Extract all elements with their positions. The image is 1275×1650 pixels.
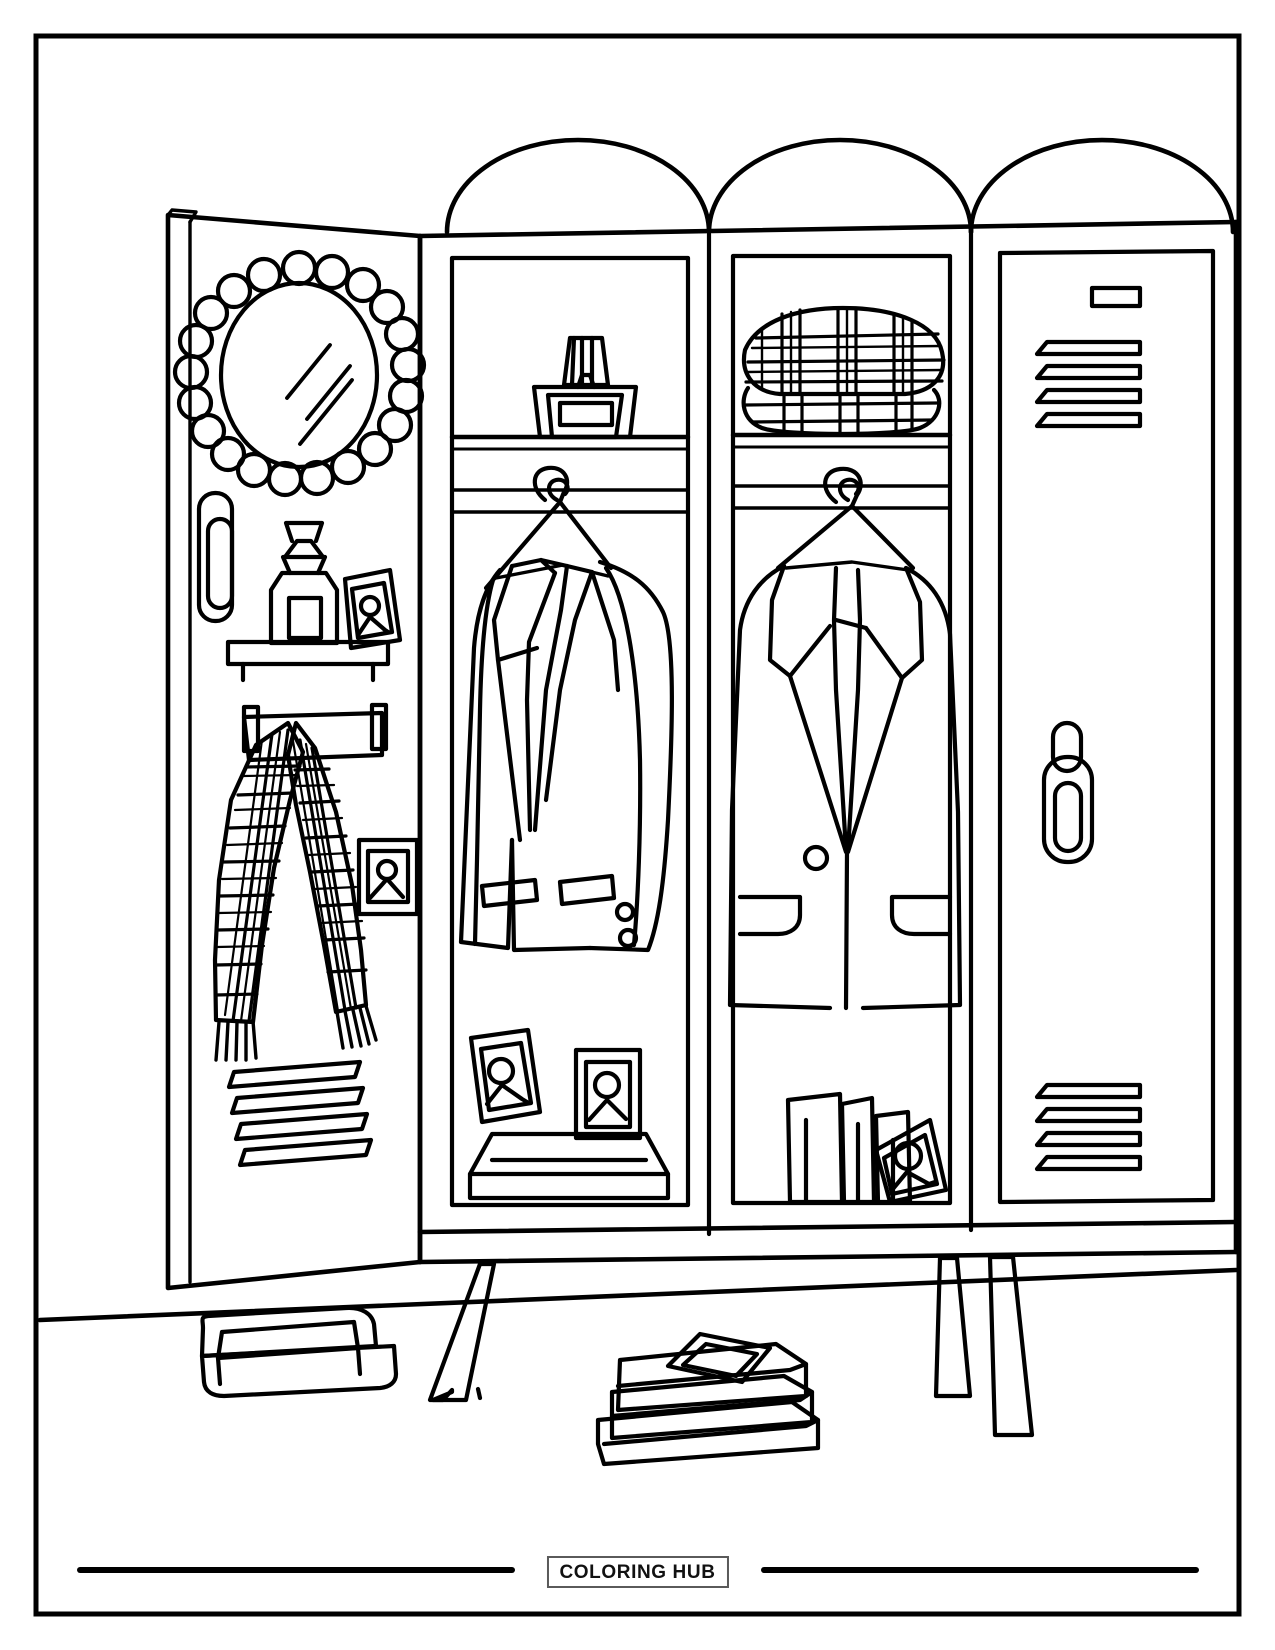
bay-one-contents <box>449 335 691 1201</box>
bay-three-bottom-vents <box>1034 1082 1143 1172</box>
plaid-scarf <box>212 720 378 1062</box>
photo-frame-shelf <box>342 567 403 651</box>
blazer <box>458 557 674 953</box>
door-handle[interactable] <box>196 490 235 624</box>
plaid-hat <box>741 305 946 437</box>
bay-three-top-vents <box>1034 339 1143 429</box>
lock-latch[interactable] <box>1041 720 1095 865</box>
locker-arched-tops <box>444 137 1236 235</box>
name-plate <box>1089 285 1143 309</box>
locker-top-rail <box>417 219 1239 239</box>
bay-two-photo-tilted <box>873 1117 949 1205</box>
bay-three-door[interactable] <box>1034 285 1143 1172</box>
floor-stack-center <box>595 1331 821 1467</box>
locker-bay-dividers <box>706 225 974 1237</box>
bay-one-photo-tilted <box>468 1027 543 1125</box>
bay-two-contents <box>727 305 963 1205</box>
perfume-bottle <box>268 520 340 646</box>
bay-one-storage-box <box>467 1131 671 1201</box>
photo-frame-door <box>356 837 420 917</box>
suit-jacket-hanger <box>775 466 916 572</box>
open-locker-door[interactable] <box>165 208 427 1291</box>
suit-jacket <box>727 563 963 1011</box>
floor-stack-left <box>199 1305 399 1399</box>
door-vents <box>226 1059 374 1168</box>
locker-legs <box>427 1254 1035 1438</box>
page-border <box>33 33 1242 1617</box>
tissue-box <box>531 335 639 440</box>
bay-one-photo-upright <box>573 1047 643 1141</box>
floor-line <box>37 1267 1239 1323</box>
mirror <box>172 249 427 498</box>
